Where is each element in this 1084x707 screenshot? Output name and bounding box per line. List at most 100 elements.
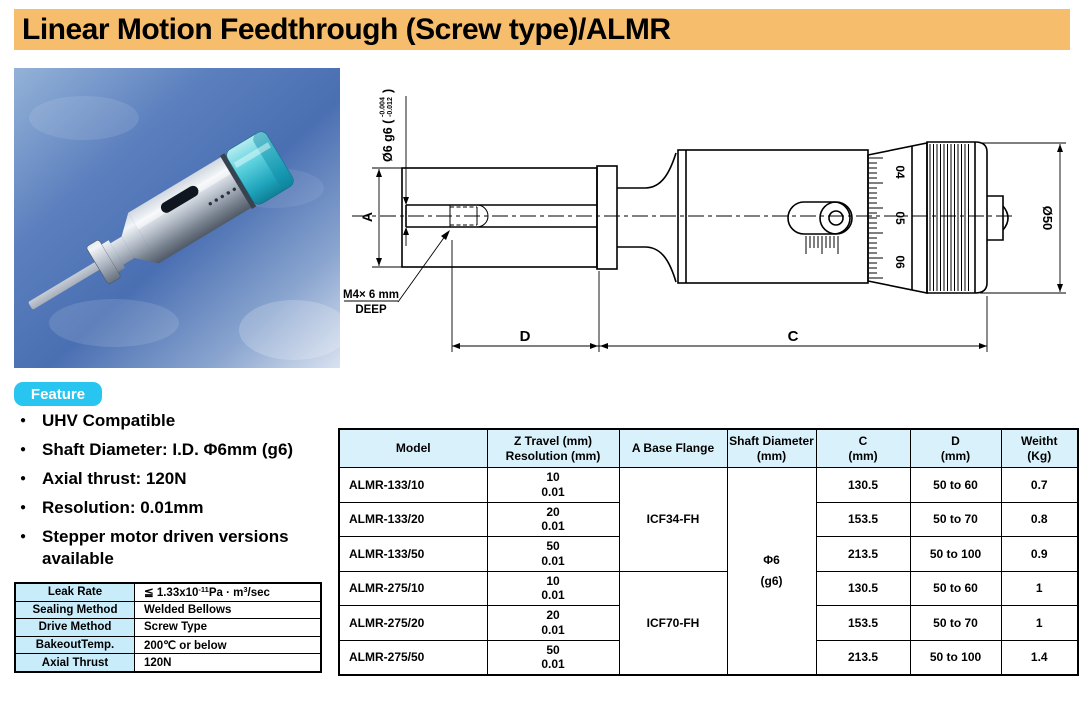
svg-text:): ) xyxy=(381,89,395,93)
dim-label-c: C xyxy=(788,328,799,345)
scale-number: 06 xyxy=(893,255,907,269)
feature-text: Stepper motor driven versions available xyxy=(42,527,289,568)
device-slot xyxy=(160,185,199,213)
bullet-icon xyxy=(20,410,42,432)
feature-list: UHV Compatible Shaft Diameter: I.D. Φ6mm… xyxy=(20,410,332,577)
model-cell: ALMR-275/20 xyxy=(338,605,488,641)
feature-text: UHV Compatible xyxy=(42,411,176,430)
col-header-weight: Weitht(Kg) xyxy=(1000,428,1079,468)
dimension-arrowheads xyxy=(376,144,1063,349)
bullet-icon xyxy=(20,497,42,519)
dimension-a-line xyxy=(372,167,404,268)
model-cell: ALMR-275/10 xyxy=(338,570,488,606)
d-cell: 50 to 70 xyxy=(909,605,1002,641)
weight-cell: 0.8 xyxy=(1000,501,1079,537)
c-cell: 153.5 xyxy=(815,605,911,641)
feature-badge: Feature xyxy=(14,382,102,406)
drawing-housing xyxy=(401,167,598,268)
shaft-diameter-cell: Φ6(g6) xyxy=(726,467,817,676)
weight-cell: 1.4 xyxy=(1000,639,1079,676)
col-header-shaft-diameter: Shaft Diameter(mm) xyxy=(726,428,817,468)
feature-list-item: Stepper motor driven versions available xyxy=(20,526,332,570)
flange-cell: ICF34-FH xyxy=(618,467,728,572)
technical-drawing: A D C Ø50 04 05 06 M4× 6 mm DEEP Ø6 g6 (… xyxy=(343,89,1066,352)
svg-text:Ø6 g6 (: Ø6 g6 ( xyxy=(381,119,395,162)
table-row: Sealing Method Welded Bellows xyxy=(14,600,322,620)
model-cell: ALMR-133/20 xyxy=(338,501,488,537)
svg-text:-0.012: -0.012 xyxy=(387,97,394,117)
feature-list-item: Resolution: 0.01mm xyxy=(20,497,332,519)
tapped-hole xyxy=(449,204,489,228)
table-header-row: Model Z Travel (mm)Resolution (mm) A Bas… xyxy=(338,428,1079,468)
feedthrough-device xyxy=(28,131,294,310)
feature-list-item: Shaft Diameter: I.D. Φ6mm (g6) xyxy=(20,439,332,461)
dim-label-dia50: Ø50 xyxy=(1040,206,1055,231)
drawing-lock-lever xyxy=(787,201,851,235)
device-knob xyxy=(226,131,294,205)
feature-text: Resolution: 0.01mm xyxy=(42,498,204,517)
weight-cell: 1 xyxy=(1000,570,1079,606)
table-row: BakeoutTemp. 200℃ or below xyxy=(14,635,322,655)
product-photo xyxy=(14,68,340,368)
c-cell: 130.5 xyxy=(815,570,911,606)
drawing-shaft xyxy=(405,204,597,228)
d-cell: 50 to 70 xyxy=(909,501,1002,537)
bullet-icon xyxy=(20,439,42,461)
c-cell: 213.5 xyxy=(815,639,911,676)
tap-label-line1: M4× 6 mm xyxy=(343,289,399,301)
table-row: Leak Rate ≦ 1.33x10-11Pa · m3/sec xyxy=(14,582,322,602)
tap-leader-line xyxy=(397,231,449,303)
prop-label: Axial Thrust xyxy=(14,653,135,673)
page-title-bar: Linear Motion Feedthrough (Screw type)/A… xyxy=(14,9,1070,50)
sleeve-scale-ticks xyxy=(869,157,883,279)
prop-label: Sealing Method xyxy=(14,600,135,620)
weight-cell: 0.9 xyxy=(1000,536,1079,572)
c-cell: 153.5 xyxy=(815,501,911,537)
feature-list-item: Axial thrust: 120N xyxy=(20,468,332,490)
d-cell: 50 to 100 xyxy=(909,536,1002,572)
prop-label: BakeoutTemp. xyxy=(14,635,135,655)
prop-value: Welded Bellows xyxy=(134,600,322,620)
col-header-flange: A Base Flange xyxy=(618,428,728,468)
feature-text: Shaft Diameter: I.D. Φ6mm (g6) xyxy=(42,440,294,459)
device-body xyxy=(128,157,252,264)
c-cell: 213.5 xyxy=(815,536,911,572)
dim-label-d: D xyxy=(520,328,531,345)
col-header-c: C(mm) xyxy=(815,428,911,468)
col-header-z-travel: Z Travel (mm)Resolution (mm) xyxy=(486,428,620,468)
prop-value: ≦ 1.33x10-11Pa · m3/sec xyxy=(134,582,322,602)
dimension-dia50-line xyxy=(980,142,1066,294)
d-cell: 50 to 100 xyxy=(909,639,1002,676)
drawing-ratchet xyxy=(987,195,1004,241)
d-cell: 50 to 60 xyxy=(909,467,1002,503)
weight-cell: 0.7 xyxy=(1000,467,1079,503)
model-cell: ALMR-133/10 xyxy=(338,467,488,503)
model-cell: ALMR-275/50 xyxy=(338,639,488,676)
d-cell: 50 to 60 xyxy=(909,570,1002,606)
col-header-d: D(mm) xyxy=(909,428,1002,468)
prop-value: 200℃ or below xyxy=(134,635,322,655)
table-row: Drive Method Screw Type xyxy=(14,618,322,637)
device-shaft xyxy=(28,259,104,310)
feature-badge-label: Feature xyxy=(30,385,86,403)
prop-label: Leak Rate xyxy=(14,582,135,602)
prop-label: Drive Method xyxy=(14,618,135,637)
scale-number: 05 xyxy=(893,211,907,225)
vernier-ticks xyxy=(805,236,839,254)
dim-label-a: A xyxy=(359,212,375,222)
drawing-thimble xyxy=(926,141,988,294)
drawing-flange xyxy=(596,165,618,270)
thimble-knurling xyxy=(929,144,969,291)
svg-text:-0.004: -0.004 xyxy=(380,97,387,117)
